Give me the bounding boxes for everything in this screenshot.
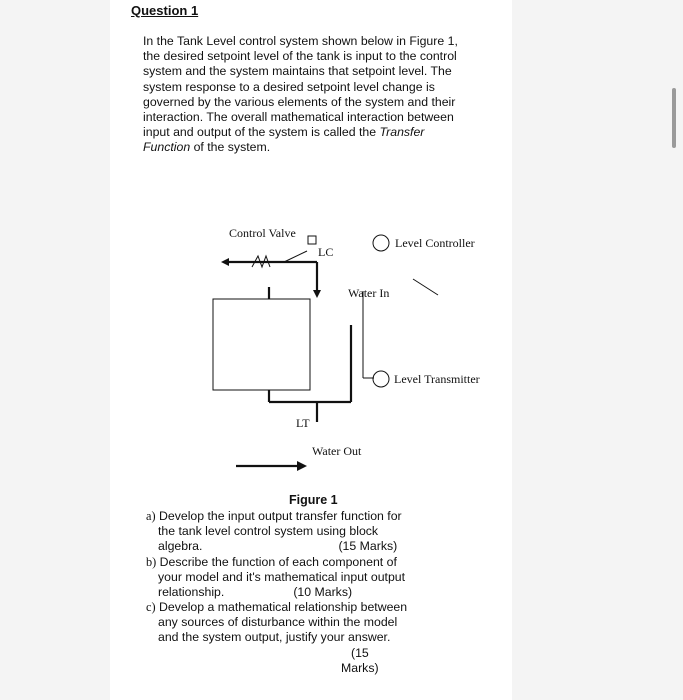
- lc-box: [307, 235, 317, 245]
- intro-text-2: of the system.: [190, 140, 271, 155]
- water-in-label: Water In: [348, 286, 389, 300]
- part-b-line-2: your model and it's mathematical input o…: [158, 570, 406, 585]
- part-c-line-2: any sources of disturbance within the mo…: [158, 615, 398, 630]
- water-out-label: Water Out: [312, 444, 362, 458]
- part-c-line-3: and the system output, justify your answ…: [158, 630, 391, 645]
- control-valve-symbol: [251, 254, 271, 269]
- part-a: a) Develop the input output transfer fun…: [146, 509, 446, 555]
- figure-caption: Figure 1: [289, 493, 338, 507]
- part-b-line-1: Describe the function of each component …: [159, 555, 397, 569]
- part-c: c) Develop a mathematical relationship b…: [146, 600, 446, 676]
- intro-text-1: In the Tank Level control system shown b…: [143, 34, 458, 140]
- part-b-marks: (10 Marks): [293, 585, 353, 600]
- valve-signal-line: [283, 250, 308, 263]
- document-page: [110, 0, 512, 700]
- lc-label: LC: [318, 245, 333, 259]
- part-a-marks: (15 Marks): [338, 539, 398, 554]
- level-controller-circle: [372, 234, 390, 252]
- level-transmitter-circle: [372, 370, 390, 388]
- inlet-arrow: [313, 290, 321, 298]
- lt-label: LT: [296, 416, 310, 430]
- water-out-arrowhead: [297, 461, 307, 471]
- tank: [212, 298, 311, 391]
- part-b-line-3: relationship.: [158, 585, 225, 600]
- part-c-marks-1: (15: [351, 645, 369, 660]
- level-controller-label: Level Controller: [395, 236, 475, 250]
- part-c-line-1: Develop a mathematical relationship betw…: [158, 600, 408, 614]
- question-intro: In the Tank Level control system shown b…: [143, 34, 473, 156]
- inlet-left-arrow: [221, 258, 229, 266]
- control-valve-label: Control Valve: [229, 226, 296, 240]
- level-transmitter-label: Level Transmitter: [394, 372, 480, 386]
- part-c-marks-2: Marks): [341, 660, 379, 675]
- part-a-line-1: Develop the input output transfer functi…: [158, 509, 402, 523]
- part-b-label: b): [146, 555, 157, 569]
- scrollbar[interactable]: [672, 88, 676, 148]
- intro-emphasis: Transfer Function: [143, 125, 425, 155]
- part-b: b) Describe the function of each compone…: [146, 555, 446, 601]
- part-a-label: a): [146, 509, 156, 523]
- diagonal-line: [412, 278, 439, 296]
- part-a-line-2: the tank level control system using bloc…: [158, 524, 379, 539]
- question-title: Question 1: [131, 3, 199, 18]
- part-a-line-3: algebra.: [158, 539, 203, 554]
- part-c-label: c): [146, 600, 156, 614]
